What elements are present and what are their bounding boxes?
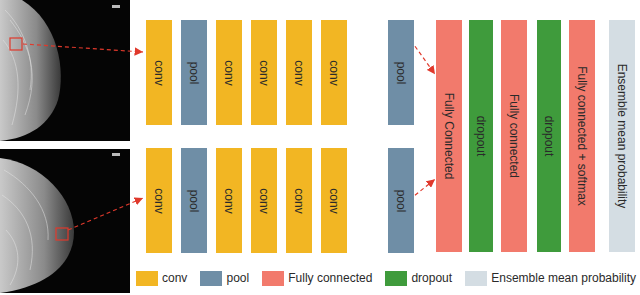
legend-label: conv	[162, 271, 187, 285]
breast-tissue	[0, 158, 74, 293]
conv-layer: conv	[216, 20, 242, 125]
conv-layer: conv	[146, 148, 172, 253]
layer-label: dropout	[474, 116, 488, 157]
conv-layer: conv	[216, 148, 242, 253]
layer-label: conv	[327, 188, 341, 213]
layer-label: Fully Connected	[442, 93, 456, 180]
layer-label: conv	[292, 60, 306, 85]
conv-layer: conv	[146, 20, 172, 125]
region-arrow	[23, 44, 143, 52]
legend-item: Fully connected	[262, 271, 372, 286]
layer-label: pool	[394, 189, 408, 212]
conv-layer: conv	[251, 148, 277, 253]
conv-layer: conv	[286, 148, 312, 253]
layer-label: conv	[292, 188, 306, 213]
legend-label: Ensemble mean probability	[491, 271, 636, 285]
image-background	[0, 0, 130, 141]
layer-label: Fully connected	[507, 94, 521, 178]
conv-layer: conv	[251, 20, 277, 125]
dropout-layer: dropout	[537, 20, 561, 252]
layer-label: pool	[187, 189, 201, 212]
breast-tissue	[0, 0, 61, 141]
legend-label: Fully connected	[288, 271, 372, 285]
image-marker	[112, 153, 120, 156]
region-box	[56, 228, 68, 240]
fully-connected-layer: Fully connected	[501, 20, 527, 252]
region-box	[10, 38, 22, 50]
image-marker	[112, 5, 120, 8]
legend-swatch	[262, 271, 284, 286]
layer-label: conv	[257, 60, 271, 85]
dashed-arrow	[415, 179, 435, 195]
region-arrow	[68, 198, 143, 230]
image-background	[0, 149, 130, 293]
layer-label: pool	[394, 61, 408, 84]
tissue-texture	[3, 10, 32, 125]
legend-item: pool	[200, 271, 249, 286]
conv-layer: conv	[286, 20, 312, 125]
pool-layer: pool	[181, 20, 207, 125]
legend-swatch	[200, 271, 222, 286]
tissue-texture	[2, 170, 48, 285]
legend-swatch	[465, 271, 487, 286]
softmax-layer: Fully connected + softmax	[569, 20, 595, 252]
legend-label: dropout	[411, 271, 452, 285]
layer-label: dropout	[542, 116, 556, 157]
layer-label: conv	[152, 60, 166, 85]
pool-layer: pool	[388, 148, 414, 253]
layer-label: conv	[222, 188, 236, 213]
legend-swatch	[385, 271, 407, 286]
conv-layer: conv	[321, 20, 347, 125]
layer-label: conv	[327, 60, 341, 85]
layer-label: conv	[152, 188, 166, 213]
pool-layer: pool	[181, 148, 207, 253]
layer-label: conv	[257, 188, 271, 213]
legend-item: conv	[136, 271, 187, 286]
legend-item: dropout	[385, 271, 452, 286]
conv-layer: conv	[321, 148, 347, 253]
legend: conv pool Fully connected dropout Ensemble m…	[136, 269, 636, 287]
pool-layer: pool	[388, 20, 414, 125]
layer-label: pool	[187, 61, 201, 84]
legend-label: pool	[226, 271, 249, 285]
dropout-layer: dropout	[469, 20, 493, 252]
ensemble-output: Ensemble mean probability	[609, 20, 635, 252]
dashed-arrow	[415, 46, 435, 74]
fully-connected-layer: Fully Connected	[436, 20, 462, 252]
layer-label: Fully connected + softmax	[575, 66, 589, 206]
layer-label: Ensemble mean probability	[615, 64, 629, 209]
legend-item: Ensemble mean probability	[465, 271, 636, 286]
layer-label: conv	[222, 60, 236, 85]
legend-swatch	[136, 271, 158, 286]
